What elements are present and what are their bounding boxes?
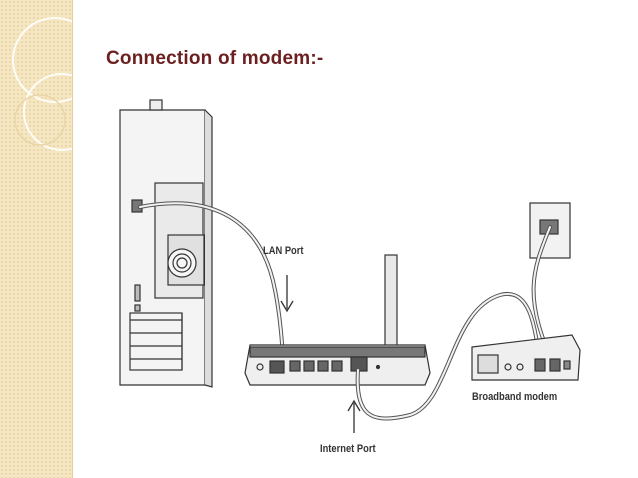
broadband-modem-label: Broadband modem — [472, 391, 558, 403]
router — [244, 254, 431, 386]
decorative-side-band — [0, 0, 73, 478]
lan-port-arrow — [280, 275, 294, 313]
lan-port-label: LAN Port — [263, 245, 304, 257]
internet-port-arrow — [347, 399, 361, 433]
computer-tower — [119, 99, 213, 388]
modem-connection-diagram: LAN Port Internet Port Broadband modem — [110, 95, 610, 465]
slide-title: Connection of modem:- — [106, 48, 324, 69]
broadband-modem — [471, 334, 581, 381]
decorative-circles — [12, 17, 72, 151]
internet-port-label: Internet Port — [320, 443, 376, 455]
diagram-illustration — [119, 99, 581, 433]
